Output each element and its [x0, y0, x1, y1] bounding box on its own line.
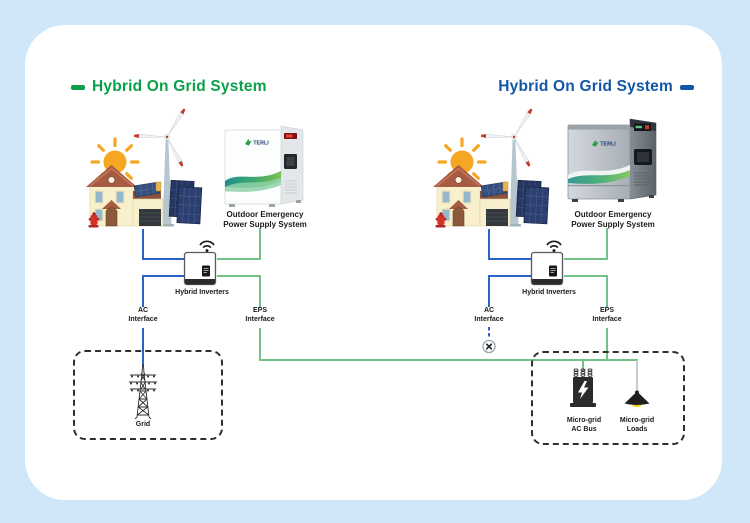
right-battery-label: Outdoor Emergency Power Supply System — [571, 210, 655, 229]
left-battery-label: Outdoor Emergency Power Supply System — [223, 210, 307, 229]
right-inverter-label: Hybrid Inverters — [522, 289, 576, 296]
right-connectors — [488, 228, 638, 392]
right-battery-unit — [566, 115, 660, 205]
green-dash-icon — [71, 84, 85, 90]
left-house-scene — [85, 108, 215, 232]
left-system-title: Hybrid On Grid System — [71, 78, 267, 96]
microgrid-bus-label: Micro-grid AC Bus — [566, 417, 602, 433]
left-title-text: Hybrid On Grid System — [92, 78, 267, 95]
microgrid-loads-icon — [623, 390, 651, 412]
left-ac-interface-label: AC Interface — [128, 307, 158, 323]
right-eps-interface-label: EPS Interface — [592, 307, 622, 323]
right-hybrid-inverter — [527, 236, 567, 288]
left-inverter-label: Hybrid Inverters — [175, 289, 229, 296]
disconnect-x-icon — [482, 339, 496, 354]
grid-label: Grid — [135, 421, 151, 428]
microgrid-ac-bus-icon — [568, 367, 598, 409]
blue-dash-icon — [680, 84, 694, 90]
content-card — [25, 25, 722, 500]
left-hybrid-inverter — [180, 236, 220, 288]
left-eps-interface-label: EPS Interface — [245, 307, 275, 323]
grid-box — [73, 350, 223, 440]
left-battery-unit — [223, 121, 307, 209]
right-title-text: Hybrid On Grid System — [498, 78, 673, 95]
right-house-scene — [432, 108, 562, 232]
grid-tower — [125, 361, 161, 419]
left-connectors — [142, 228, 638, 366]
microgrid-loads-label: Micro-grid Loads — [619, 417, 655, 433]
microgrid-box — [531, 351, 685, 445]
right-ac-interface-label: AC Interface — [474, 307, 504, 323]
right-system-title: Hybrid On Grid System — [498, 78, 694, 96]
